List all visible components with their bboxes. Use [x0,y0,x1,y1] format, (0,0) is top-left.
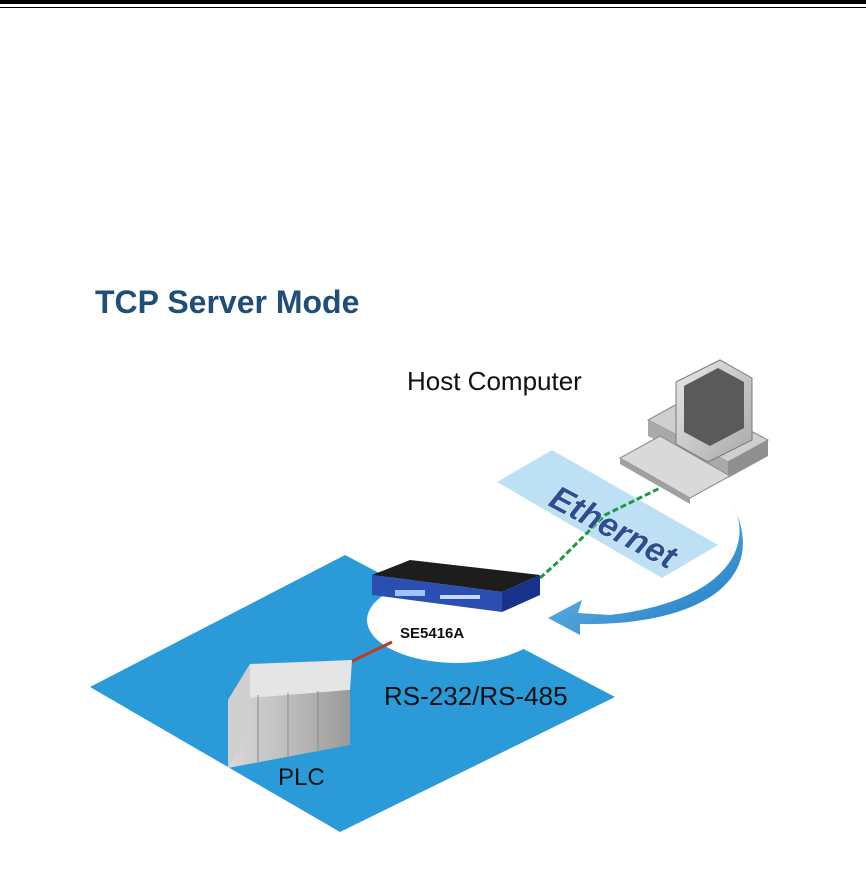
diagram-title: TCP Server Mode [95,284,360,320]
host-computer-icon [618,359,770,504]
floor-area [90,555,615,832]
serial-interface-label: RS-232/RS-485 [384,681,568,711]
header-rule-thin [0,7,866,8]
device-server-icon [372,560,540,612]
header-rule-thick [0,0,866,4]
plc-icon [228,660,352,768]
plc-label: PLC [278,764,325,791]
ethernet-cable [538,486,661,580]
device-model-label: SE5416A [400,625,465,642]
host-computer-label: Host Computer [407,366,582,396]
data-flow-arrow [548,505,743,635]
